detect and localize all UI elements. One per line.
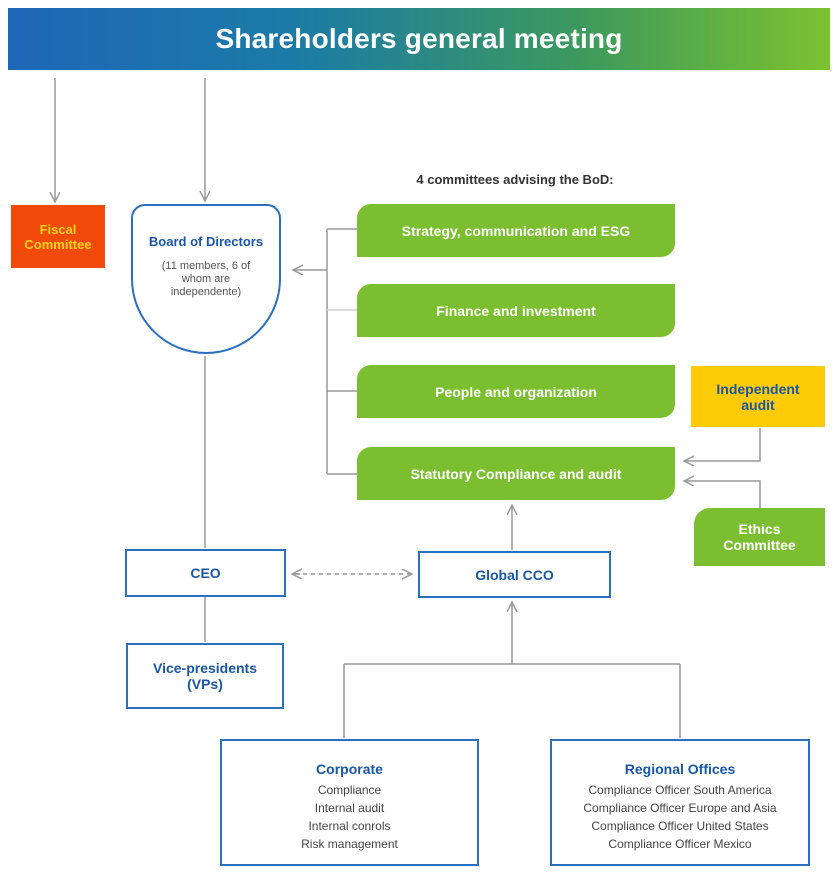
committees-heading: 4 committees advising the BoD: xyxy=(416,172,614,187)
global-cco-box: Global CCO xyxy=(418,551,611,598)
list-item: Internal conrols xyxy=(308,819,391,833)
list-item: Compliance xyxy=(317,783,382,797)
regional-list: Compliance Officer South America Complia… xyxy=(552,781,808,853)
vice-presidents-box: Vice-presidents (VPs) xyxy=(126,643,284,709)
independent-audit-label: Independent audit xyxy=(716,380,800,413)
ceo-label: CEO xyxy=(190,565,221,581)
corporate-list: Compliance Internal audit Internal conro… xyxy=(222,781,477,853)
committee-finance: Finance and investment xyxy=(357,284,675,337)
banner-title: Shareholders general meeting xyxy=(215,23,623,54)
committee-statutory: Statutory Compliance and audit xyxy=(357,447,675,500)
fiscal-committee-label: Fiscal Committee xyxy=(24,221,92,252)
ethics-committee-label: Ethics Committee xyxy=(723,521,796,553)
global-cco-label: Global CCO xyxy=(475,566,554,583)
shareholders-meeting-banner: Shareholders general meeting xyxy=(8,8,830,70)
committee-strategy: Strategy, communication and ESG xyxy=(357,204,675,257)
list-item: Internal audit xyxy=(314,801,385,815)
board-title: Board of Directors xyxy=(148,234,264,249)
ethics-committee-box: Ethics Committee xyxy=(694,508,825,566)
committee-label: Finance and investment xyxy=(436,302,596,319)
committee-label: Strategy, communication and ESG xyxy=(401,222,631,239)
committee-people: People and organization xyxy=(357,365,675,418)
committee-label: Statutory Compliance and audit xyxy=(410,465,622,482)
list-item: Risk management xyxy=(301,837,398,851)
board-subtitle: (11 members, 6 of whom are independente) xyxy=(161,260,251,298)
ceo-box: CEO xyxy=(125,549,286,597)
corporate-box: Corporate Compliance Internal audit Inte… xyxy=(220,739,479,866)
committee-label: People and organization xyxy=(435,383,597,400)
fiscal-committee-box: Fiscal Committee xyxy=(11,205,105,268)
list-item: Compliance Officer South America xyxy=(588,783,772,797)
list-item: Compliance Officer United States xyxy=(591,819,769,833)
regional-offices-box: Regional Offices Compliance Officer Sout… xyxy=(550,739,810,866)
independent-audit-box: Independent audit xyxy=(691,366,825,427)
list-item: Compliance Officer Europe and Asia xyxy=(583,801,777,815)
list-item: Compliance Officer Mexico xyxy=(608,837,752,851)
regional-title: Regional Offices xyxy=(624,761,736,777)
board-of-directors-node: Board of Directors (11 members, 6 of who… xyxy=(131,204,281,354)
corporate-title: Corporate xyxy=(316,761,383,777)
vps-label: Vice-presidents (VPs) xyxy=(152,660,257,692)
